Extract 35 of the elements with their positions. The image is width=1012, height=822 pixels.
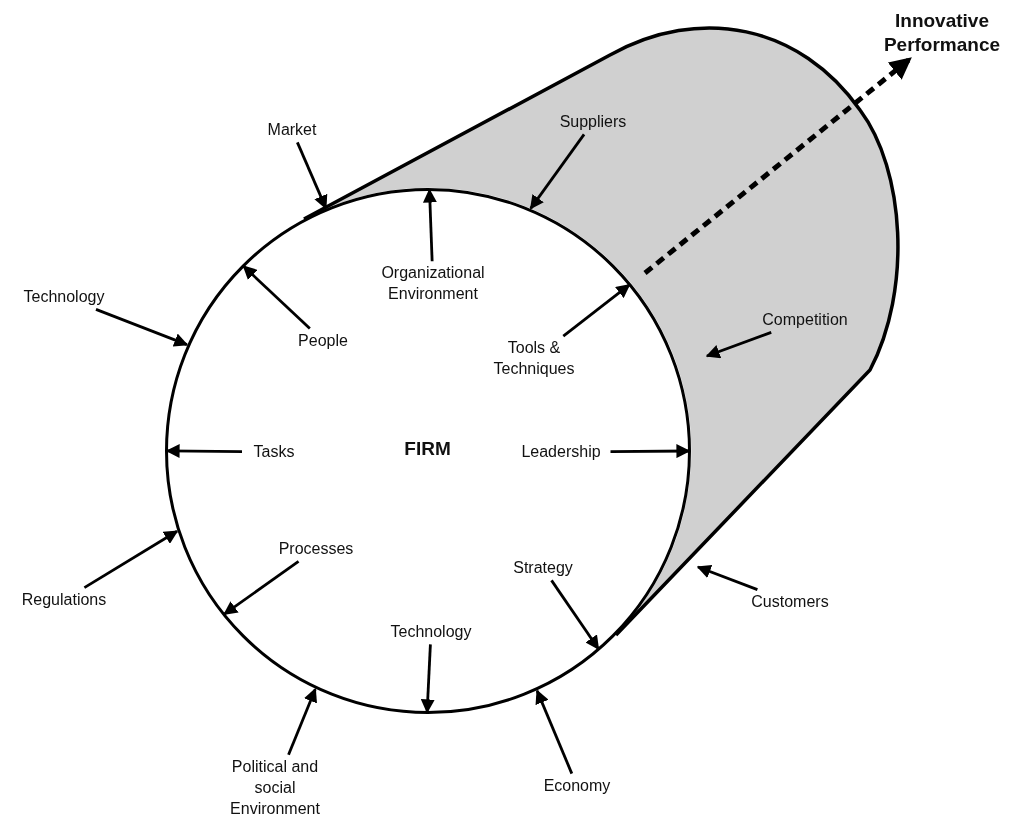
arrow xyxy=(705,331,772,359)
factor-label: Suppliers xyxy=(550,111,636,133)
arrow xyxy=(95,308,189,347)
factor-label: Competition xyxy=(752,309,858,331)
factor-label: Economy xyxy=(537,775,617,797)
factor-label: Technology xyxy=(14,286,114,308)
arrow xyxy=(165,444,242,458)
arrow xyxy=(696,564,758,591)
factor-label: Tasks xyxy=(244,441,304,463)
factor-label: Technology xyxy=(381,621,481,643)
factor-label: People xyxy=(288,330,358,352)
arrow xyxy=(83,530,179,589)
arrow xyxy=(550,579,600,650)
arrow xyxy=(223,560,300,616)
arrow xyxy=(562,283,631,338)
factor-label: Processes xyxy=(271,538,361,560)
arrow xyxy=(535,689,574,775)
arrow xyxy=(422,188,437,262)
output-label: Innovative Performance xyxy=(877,9,1007,57)
factor-label: Organizational Environment xyxy=(368,263,498,305)
factor-label: Political and social Environment xyxy=(229,756,321,820)
factor-label: Customers xyxy=(742,591,838,613)
factor-label: Regulations xyxy=(14,589,114,611)
firm-label: FIRM xyxy=(404,437,451,460)
factor-label: Strategy xyxy=(503,557,583,579)
arrow xyxy=(242,265,311,330)
arrow xyxy=(529,133,586,210)
arrow xyxy=(296,141,328,210)
arrow xyxy=(420,644,435,714)
arrow xyxy=(610,444,691,459)
factor-label: Tools & Techniques xyxy=(484,338,584,380)
factor-label: Leadership xyxy=(513,441,609,463)
dashed-arrow xyxy=(643,56,912,275)
factor-label: Market xyxy=(257,119,327,141)
arrow xyxy=(287,687,317,756)
